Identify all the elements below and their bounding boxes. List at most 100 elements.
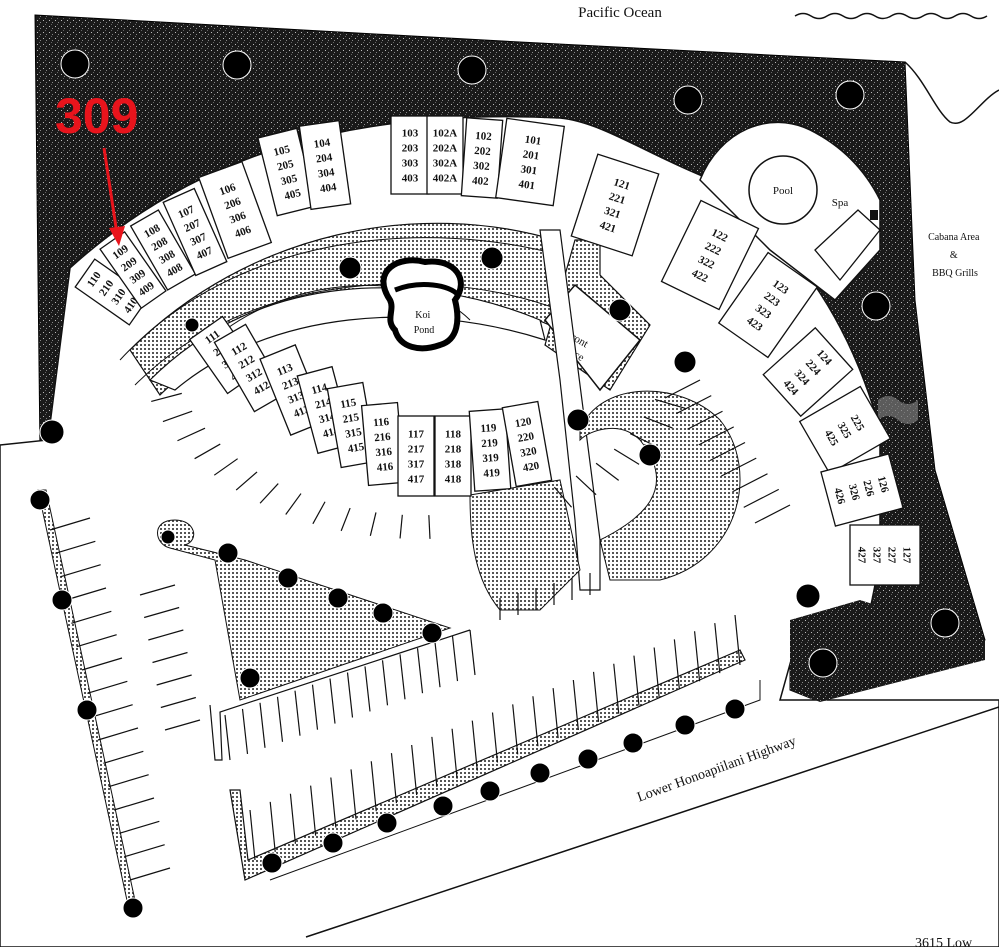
unit-226[interactable]: 226	[860, 479, 876, 499]
unit-117[interactable]: 117	[408, 429, 424, 441]
unit-326[interactable]: 326	[846, 483, 862, 503]
unit-415[interactable]: 415	[347, 441, 366, 456]
unit-102A[interactable]: 102A	[433, 128, 458, 140]
building-118[interactable]: 118 218 318 418	[434, 415, 472, 497]
unit-106[interactable]: 106	[218, 181, 238, 198]
unit-113[interactable]: 113	[275, 361, 295, 378]
parking-stripe	[754, 504, 791, 524]
unit-320[interactable]: 320	[519, 445, 538, 460]
unit-202A[interactable]: 202A	[433, 143, 458, 155]
unit-217[interactable]: 217	[408, 444, 425, 456]
building-103[interactable]: 103 203 303 403	[390, 115, 430, 195]
unit-215[interactable]: 215	[342, 411, 361, 426]
unit-202[interactable]: 202	[474, 145, 492, 158]
building-117[interactable]: 117 217 317 417	[397, 415, 435, 497]
unit-126[interactable]: 126	[875, 475, 891, 495]
unit-204[interactable]: 204	[315, 151, 334, 165]
unit-216[interactable]: 216	[374, 431, 392, 444]
unit-404[interactable]: 404	[319, 181, 338, 195]
unit-317[interactable]: 317	[408, 459, 425, 471]
unit-402[interactable]: 402	[472, 175, 490, 188]
unit-416[interactable]: 416	[376, 461, 394, 474]
unit-421[interactable]: 421	[598, 219, 617, 236]
parking-stripe	[553, 486, 573, 508]
unit-103[interactable]: 103	[402, 128, 419, 140]
unit-321[interactable]: 321	[603, 205, 622, 222]
tree	[608, 298, 632, 322]
building-102A[interactable]: 102A 202A 302A 402A	[426, 115, 464, 195]
unit-114[interactable]: 114	[310, 381, 329, 397]
building-119[interactable]: 119 219 319 419	[468, 408, 512, 492]
unit-315[interactable]: 315	[344, 426, 363, 441]
unit-227[interactable]: 227	[886, 547, 898, 564]
parking-stripe	[434, 642, 441, 688]
unit-219[interactable]: 219	[481, 437, 499, 450]
unit-205[interactable]: 205	[276, 158, 295, 174]
unit-418[interactable]: 418	[445, 474, 462, 486]
building-116[interactable]: 116 216 316 416	[360, 401, 406, 487]
unit-303[interactable]: 303	[402, 158, 419, 170]
unit-115[interactable]: 115	[339, 396, 357, 411]
unit-302A[interactable]: 302A	[433, 158, 458, 170]
unit-119[interactable]: 119	[480, 422, 497, 435]
unit-120[interactable]: 120	[514, 415, 533, 430]
unit-101[interactable]: 101	[524, 134, 542, 148]
unit-201[interactable]: 201	[522, 148, 540, 162]
unit-221[interactable]: 221	[607, 191, 626, 208]
unit-127[interactable]: 127	[901, 547, 913, 564]
unit-402A[interactable]: 402A	[433, 173, 458, 185]
building-102[interactable]: 102 202 302 402	[460, 117, 504, 199]
unit-427[interactable]: 427	[856, 547, 868, 564]
unit-426[interactable]: 426	[831, 487, 847, 507]
unit-420[interactable]: 420	[522, 460, 541, 475]
unit-104[interactable]: 104	[313, 137, 332, 151]
unit-306[interactable]: 306	[228, 209, 248, 226]
unit-405[interactable]: 405	[283, 187, 302, 203]
unit-121[interactable]: 121	[612, 176, 631, 193]
unit-302[interactable]: 302	[473, 160, 491, 173]
unit-406[interactable]: 406	[233, 223, 253, 240]
unit-301[interactable]: 301	[520, 163, 538, 177]
unit-318[interactable]: 318	[445, 459, 462, 471]
unit-220[interactable]: 220	[517, 430, 536, 445]
unit-401[interactable]: 401	[518, 178, 536, 192]
unit-105[interactable]: 105	[272, 143, 291, 159]
unit-118[interactable]: 118	[445, 429, 461, 441]
parking-stripe	[653, 647, 660, 698]
unit-305[interactable]: 305	[280, 172, 299, 188]
address-label: 3615 Low	[915, 936, 973, 947]
unit-214[interactable]: 214	[314, 396, 334, 412]
unit-213[interactable]: 213	[281, 375, 301, 392]
unit-327[interactable]: 327	[871, 547, 883, 564]
unit-304[interactable]: 304	[317, 166, 336, 180]
unit-419[interactable]: 419	[483, 467, 501, 480]
unit-116[interactable]: 116	[373, 416, 390, 429]
unit-403[interactable]: 403	[402, 173, 419, 185]
unit-218[interactable]: 218	[445, 444, 462, 456]
unit-316[interactable]: 316	[375, 446, 393, 459]
condo-buildings: 1102103104101092093094091082083084081072…	[74, 115, 921, 586]
unit-319[interactable]: 319	[482, 452, 500, 465]
unit-102[interactable]: 102	[475, 130, 493, 143]
unit-203[interactable]: 203	[402, 143, 419, 155]
unit-417[interactable]: 417	[408, 474, 425, 486]
unit-206[interactable]: 206	[223, 195, 243, 212]
